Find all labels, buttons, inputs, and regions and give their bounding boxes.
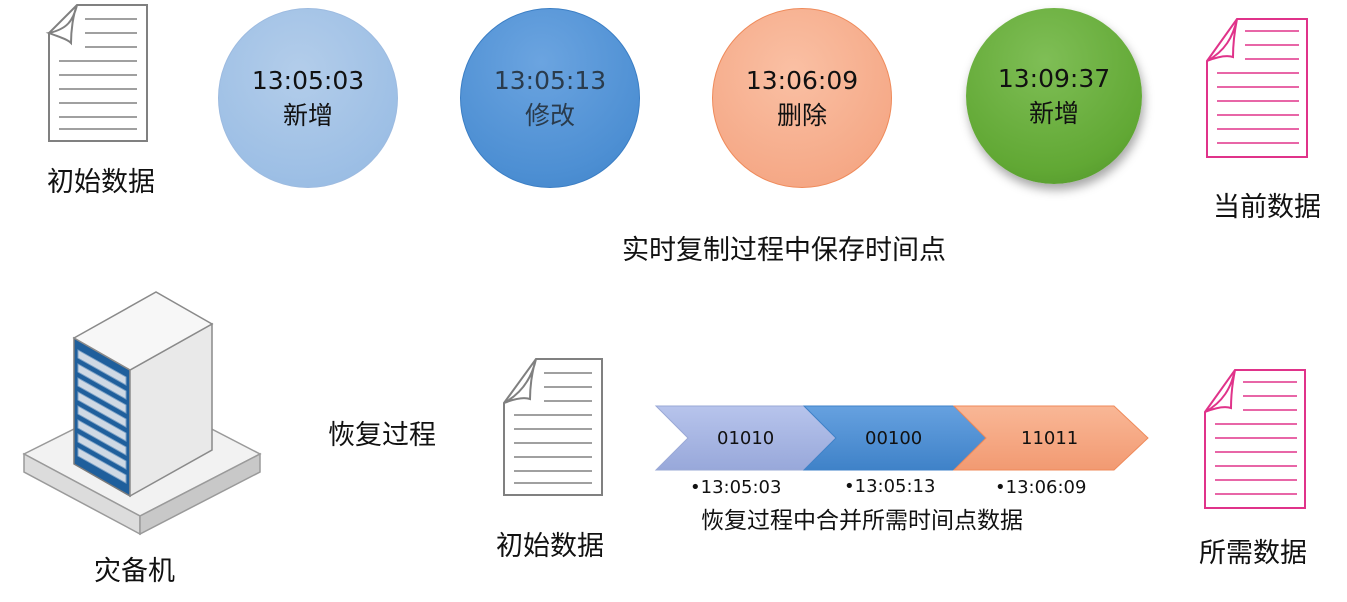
event-time: 13:05:13: [493, 66, 607, 95]
event-action: 新增: [1028, 99, 1079, 128]
initial-data-document-icon: [45, 4, 148, 142]
event-time: 13:05:03: [251, 66, 365, 95]
event-action: 新增: [282, 101, 333, 130]
event-time: 13:09:37: [997, 64, 1111, 93]
event-circle-3: 13:06:09 删除: [712, 8, 892, 188]
event-circle-4: 13:09:37 新增: [966, 8, 1142, 184]
segment-3-code: 11011: [1021, 428, 1079, 449]
segment-3-time: •13:06:09: [995, 477, 1087, 498]
server-label: 灾备机: [94, 556, 175, 587]
server-icon: [22, 291, 262, 536]
segment-1-code: 01010: [717, 428, 775, 449]
event-time: 13:06:09: [745, 66, 859, 95]
segment-2-code: 00100: [865, 428, 923, 449]
event-action: 修改: [524, 101, 575, 130]
current-data-document-icon: [1206, 18, 1308, 158]
event-circle-1: 13:05:03 新增: [218, 8, 398, 188]
segment-1-time: •13:05:03: [690, 477, 782, 498]
segment-2-time: •13:05:13: [844, 476, 936, 497]
target-data-document-icon: [1204, 369, 1306, 509]
event-action: 删除: [776, 101, 827, 130]
merge-caption: 恢复过程中合并所需时间点数据: [701, 508, 1023, 534]
replication-caption: 实时复制过程中保存时间点: [622, 235, 946, 266]
recovery-initial-document-icon: [503, 358, 603, 496]
merge-arrow: [654, 405, 1149, 471]
current-data-label: 当前数据: [1213, 192, 1321, 223]
target-data-label: 所需数据: [1199, 538, 1307, 569]
segment-3-shape: [952, 405, 1149, 471]
event-circle-2: 13:05:13 修改: [460, 8, 640, 188]
initial-data-label: 初始数据: [47, 167, 155, 198]
recovery-initial-label: 初始数据: [496, 531, 604, 562]
recovery-process-label: 恢复过程: [328, 420, 436, 451]
